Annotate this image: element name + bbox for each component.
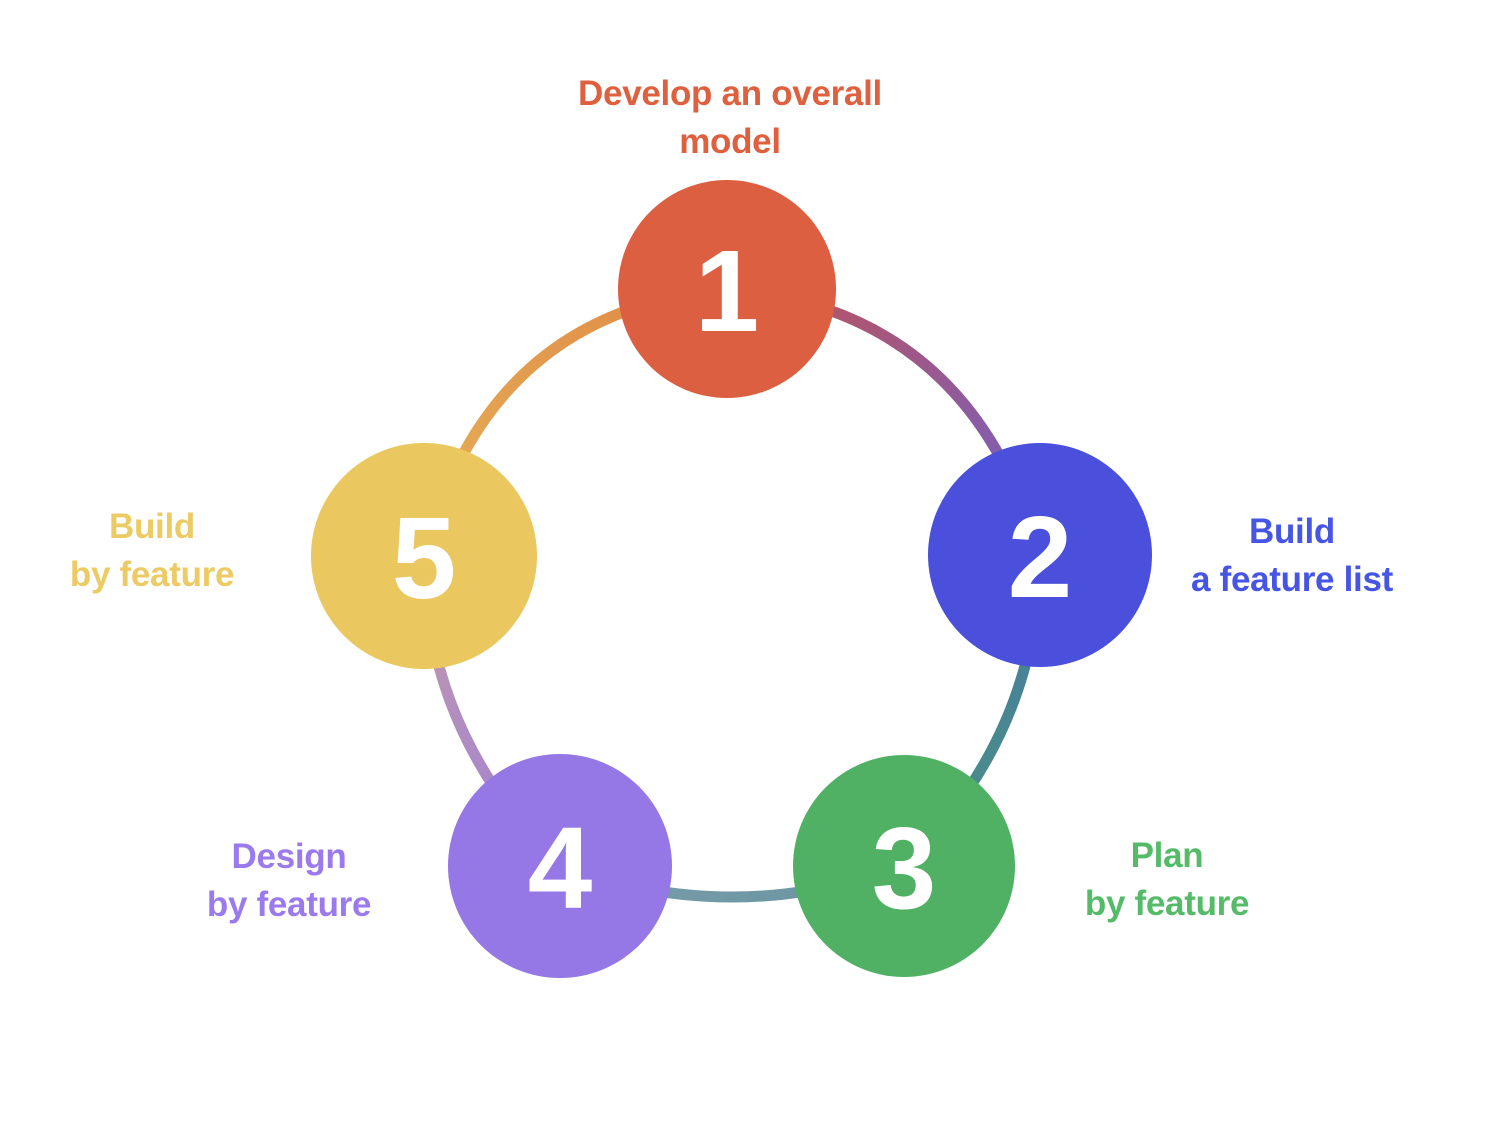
step-2-number: 2	[1008, 492, 1073, 622]
step-4-circle	[448, 754, 672, 978]
step-5-label-line2: by feature	[69, 555, 235, 594]
step-4-label: Design by feature	[206, 833, 372, 929]
step-1-label: Develop an overall model	[578, 70, 882, 166]
step-5-number: 5	[392, 493, 457, 623]
step-5-label: Build by feature	[69, 503, 235, 599]
step-2-label-line2: a feature list	[1191, 560, 1393, 599]
step-3-label: Plan by feature	[1084, 832, 1250, 928]
step-2-circle	[928, 443, 1152, 667]
step-1-circle	[618, 180, 836, 398]
step-5: 5	[311, 443, 537, 669]
step-5-label-line1: Build	[109, 507, 195, 546]
step-1: 1	[618, 180, 836, 398]
step-4-label-line2: by feature	[206, 885, 372, 924]
step-4: 4	[448, 754, 672, 978]
step-1-label-line2: model	[679, 122, 781, 161]
step-2: 2	[928, 443, 1152, 667]
step-3-circle	[793, 755, 1015, 977]
step-1-label-line1: Develop an overall	[578, 74, 882, 113]
step-4-number: 4	[528, 803, 593, 933]
step-3: 3	[793, 755, 1015, 977]
step-3-label-line2: by feature	[1084, 884, 1250, 923]
step-5-circle	[311, 443, 537, 669]
step-4-label-line1: Design	[231, 837, 347, 876]
step-1-number: 1	[695, 226, 760, 356]
step-2-label: Build a feature list	[1191, 508, 1393, 604]
step-2-label-line1: Build	[1249, 512, 1335, 551]
step-3-number: 3	[872, 803, 937, 933]
step-3-label-line1: Plan	[1130, 836, 1204, 875]
